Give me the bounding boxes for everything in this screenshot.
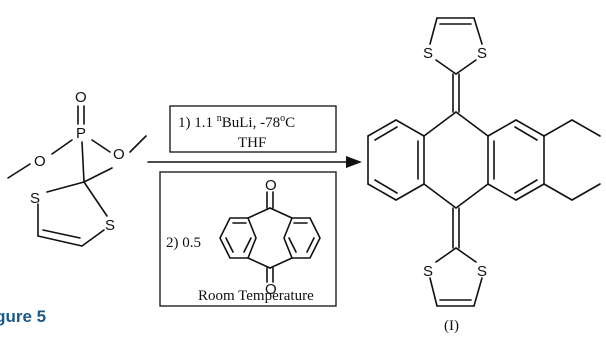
product-s-bottom-left: S bbox=[423, 263, 433, 280]
reagent-molecule: O P O O S S bbox=[7, 89, 147, 247]
step1-reagent-text: 1) 1.1 nBuLi, -78oC bbox=[178, 113, 295, 131]
step2-equiv-label: 2) 0.5 bbox=[166, 235, 201, 251]
condition-box-step1: 1) 1.1 nBuLi, -78oC THF bbox=[169, 105, 337, 153]
atom-s-left: S bbox=[30, 190, 40, 207]
quinone-o-top: O bbox=[265, 177, 277, 194]
atom-o-left: O bbox=[34, 153, 46, 170]
anthraquinone-structure bbox=[219, 191, 321, 283]
product-molecule: S S S S bbox=[367, 17, 601, 307]
product-s-top-left: S bbox=[423, 45, 433, 62]
product-s-bottom-right: S bbox=[477, 263, 487, 280]
quinone-o-bottom: O bbox=[265, 281, 277, 298]
product-label: (I) bbox=[444, 318, 459, 334]
reaction-arrow bbox=[147, 156, 362, 168]
atom-o-right: O bbox=[113, 146, 125, 163]
atom-o-double: O bbox=[75, 89, 87, 106]
figure-caption: Figure 5 bbox=[0, 307, 46, 326]
product-s-top-right: S bbox=[477, 45, 487, 62]
atom-s-right: S bbox=[105, 217, 115, 234]
atom-p: P bbox=[76, 125, 86, 142]
condition-box-step2: 2) 0.5 O O Room Temperature bbox=[159, 171, 337, 307]
step1-solvent: THF bbox=[238, 135, 266, 151]
step2-temperature: Room Temperature bbox=[198, 288, 314, 304]
